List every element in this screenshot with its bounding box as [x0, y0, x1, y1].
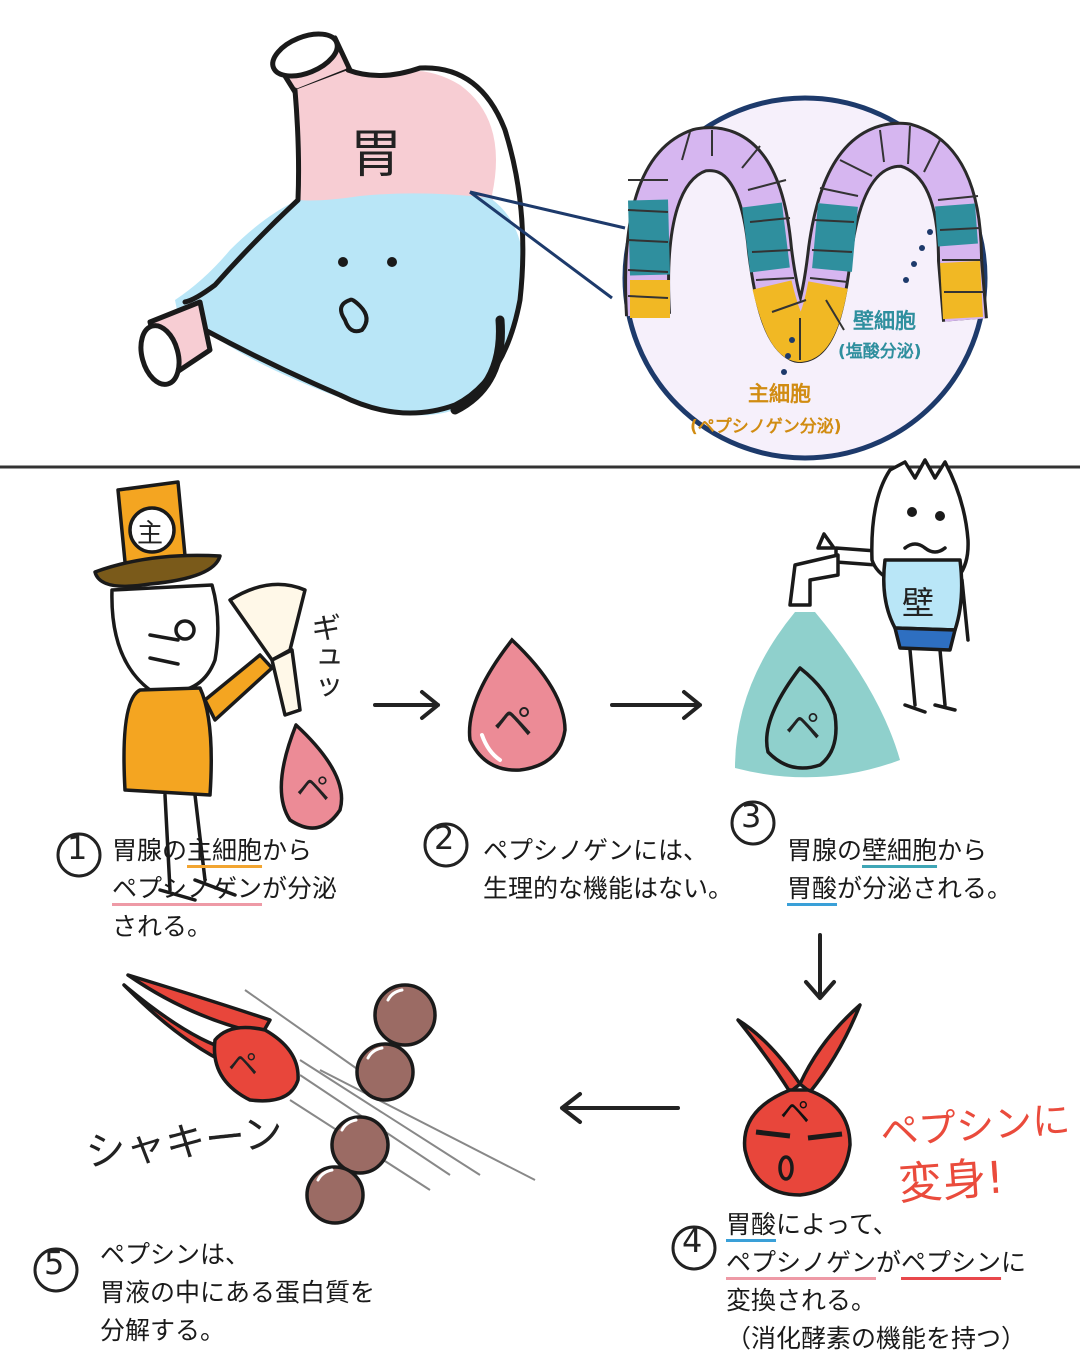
step-5-number: 5	[44, 1244, 65, 1282]
caption-text: 生理的な機能はない。	[483, 874, 734, 903]
caption-line: 胃酸が分泌される。	[787, 870, 1012, 908]
pepsinogen-hanging-glyph: ペ	[296, 770, 330, 810]
highlighted-term: 胃酸	[787, 874, 838, 903]
step-4-caption: 胃酸によって、ペプシノゲンがペプシンに変換される。（消化酵素の機能を持つ）	[726, 1206, 1026, 1358]
caption-line: ペプシンは、	[100, 1236, 375, 1274]
caption-text: ペプシノゲンには、	[483, 836, 709, 865]
acid-drop-glyph: ペ	[785, 707, 822, 748]
caption-line: 分解する。	[100, 1312, 375, 1350]
gastric-gland-magnified	[622, 95, 988, 461]
parietal-cell-character	[735, 458, 970, 778]
caption-text: 胃腺の	[787, 836, 863, 865]
step-1-number: 1	[67, 829, 88, 867]
caption-line: 胃酸によって、	[726, 1206, 1026, 1244]
stomach-illustration	[138, 31, 526, 416]
squeeze-sfx: ギュッ	[305, 612, 340, 702]
pepsin-glyph: ペ	[780, 1096, 810, 1131]
slash-pepsin-glyph: ペ	[228, 1048, 258, 1083]
parietal-cell-sublabel: (塩酸分泌)	[838, 342, 922, 362]
chief-cell-label: 主細胞	[748, 382, 811, 406]
caption-text: によって、	[776, 1210, 898, 1239]
chief-hat-glyph: 主	[137, 519, 164, 549]
parietal-shirt-glyph: 壁	[902, 584, 935, 622]
caption-text: 胃腺の	[112, 836, 188, 865]
flow-arrows	[373, 690, 836, 1124]
step-number-circles	[33, 800, 776, 1293]
parietal-cell-label: 壁細胞	[853, 309, 916, 333]
caption-text: に	[1001, 1248, 1027, 1277]
caption-text: が	[876, 1248, 902, 1277]
caption-line: （消化酵素の機能を持つ）	[726, 1320, 1026, 1358]
caption-text: ペプシンは、	[100, 1240, 251, 1269]
caption-line: 胃腺の壁細胞から	[787, 832, 1012, 870]
caption-text: が分泌	[262, 874, 338, 903]
caption-text: される。	[112, 912, 213, 941]
caption-text: 胃液の中にある蛋白質を	[100, 1278, 376, 1307]
step-5-caption: ペプシンは、胃液の中にある蛋白質を分解する。	[100, 1236, 375, 1350]
step-2-number: 2	[434, 819, 455, 857]
pepsinogen-drop-shine	[480, 733, 502, 762]
highlighted-term: 壁細胞	[862, 836, 938, 865]
step-1-caption: 胃腺の主細胞からペプシノゲンが分泌される。	[112, 832, 337, 946]
caption-line: 胃腺の主細胞から	[112, 832, 337, 870]
caption-line: ペプシノゲンがペプシンに	[726, 1244, 1026, 1282]
pepsinogen-drop	[467, 637, 567, 772]
transform-line-2: 変身!	[896, 1152, 1006, 1211]
highlighted-term: 主細胞	[187, 836, 263, 865]
chief-cell-sublabel: (ペプシノゲン分泌)	[690, 417, 842, 437]
step-3-number: 3	[741, 797, 762, 835]
step-4-number: 4	[682, 1222, 703, 1260]
stomach-label: 胃	[350, 125, 403, 185]
caption-text: 変換される。	[726, 1286, 877, 1315]
caption-text: から	[937, 836, 988, 865]
highlighted-term: ペプシノゲン	[112, 874, 263, 903]
caption-text: 分解する。	[100, 1316, 226, 1345]
highlighted-term: ペプシノゲン	[726, 1248, 877, 1277]
caption-line: 胃液の中にある蛋白質を	[100, 1274, 375, 1312]
highlighted-term: 胃酸	[726, 1210, 777, 1239]
caption-line: 変換される。	[726, 1282, 1026, 1320]
caption-text: （消化酵素の機能を持つ）	[726, 1324, 1027, 1353]
pepsinogen-drop-glyph: ペ	[493, 700, 533, 746]
step-3-caption: 胃腺の壁細胞から胃酸が分泌される。	[787, 832, 1012, 908]
caption-line: ペプシノゲンには、	[483, 832, 733, 870]
pepsin-scissors	[736, 1003, 862, 1197]
zoom-pointer	[469, 190, 626, 300]
step-2-caption: ペプシノゲンには、生理的な機能はない。	[483, 832, 733, 908]
caption-line: 生理的な機能はない。	[483, 870, 733, 908]
chief-cell-character	[93, 480, 344, 902]
caption-line: される。	[112, 908, 337, 946]
highlighted-term: ペプシン	[901, 1248, 1002, 1277]
caption-text: から	[262, 836, 313, 865]
caption-text: が分泌される。	[837, 874, 1013, 903]
pepsin-slash-scene	[122, 973, 536, 1225]
caption-line: ペプシノゲンが分泌	[112, 870, 337, 908]
